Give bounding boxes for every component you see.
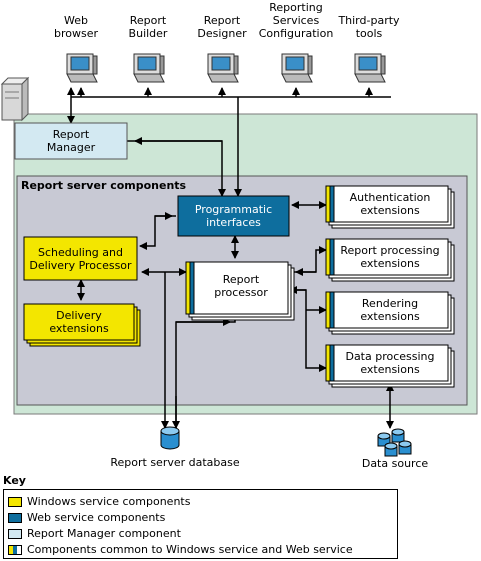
key-row-report-manager: Report Manager component — [8, 526, 181, 541]
key-swatch-web-service — [8, 512, 22, 523]
key-label-web-service: Web service components — [27, 511, 166, 524]
key-row-windows-service: Windows service components — [8, 494, 190, 509]
extension-stack — [325, 185, 455, 229]
computer-icon — [354, 53, 386, 83]
client-label-reporting-services-configuration: Reporting Services Configuration — [258, 1, 334, 40]
report-server-components-title: Report server components — [21, 179, 187, 192]
scheduling-label: Scheduling and Delivery Processor — [29, 245, 132, 272]
extension-stack — [325, 238, 455, 282]
key-box — [3, 489, 398, 559]
key-row-common: Components common to Windows service and… — [8, 542, 353, 557]
key-label-report-manager: Report Manager component — [27, 527, 181, 540]
report-processor-stack — [185, 261, 295, 321]
database-icon — [160, 426, 180, 450]
server-icon — [0, 76, 30, 122]
data-processing-extensions-label: Data processing extensions — [345, 350, 435, 376]
key-row-web-service: Web service components — [8, 510, 165, 525]
report-manager-box — [14, 122, 128, 160]
extension-stack — [325, 291, 455, 335]
scheduling-box — [23, 236, 138, 281]
client-label-report-builder: Report Builder — [128, 14, 168, 40]
extension-stack — [325, 344, 455, 388]
computer-icon — [133, 53, 165, 83]
rendering-extensions-label: Rendering extensions — [360, 297, 420, 323]
computer-icon — [207, 53, 239, 83]
delivery-extensions-stack — [23, 303, 141, 347]
key-swatch-report-manager — [8, 528, 22, 539]
report-processing-extensions-label: Report processing extensions — [340, 244, 440, 270]
report-processor-label: Report processor — [214, 273, 268, 299]
client-label-web-browser: Web browser — [53, 14, 98, 40]
delivery-extensions-label: Delivery extensions — [49, 309, 109, 335]
client-label-report-designer: Report Designer — [197, 14, 247, 40]
key-label-windows-service: Windows service components — [27, 495, 191, 508]
key-swatch-common — [8, 544, 22, 555]
key-label-common: Components common to Windows service and… — [27, 543, 353, 556]
data-source-icon — [377, 428, 412, 457]
programmatic-interfaces-label: Programmatic interfaces — [194, 203, 273, 229]
programmatic-interfaces-box — [177, 195, 290, 237]
computer-icon — [281, 53, 313, 83]
computer-icon — [66, 53, 98, 83]
report-manager-label: Report Manager — [46, 128, 96, 154]
client-label-third-party-tools: Third-party tools — [338, 14, 400, 40]
authentication-extensions-label: Authentication extensions — [349, 191, 431, 217]
key-title: Key — [3, 474, 26, 487]
report-server-database-label: Report server database — [110, 456, 240, 469]
key-swatch-windows-service — [8, 496, 22, 507]
data-source-label: Data source — [361, 457, 429, 470]
